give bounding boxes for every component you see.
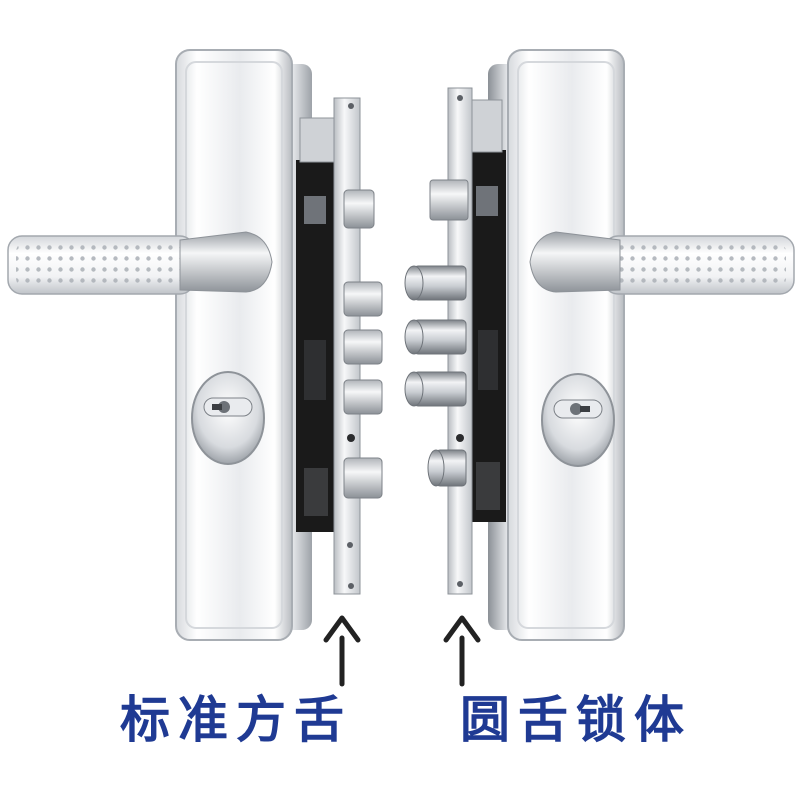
square-bolt — [343, 457, 383, 499]
left-handle — [7, 231, 273, 295]
round-bolt — [427, 449, 467, 487]
square-bolt — [343, 379, 383, 415]
right-latch-bolt — [429, 179, 469, 221]
left-latch-bolt — [343, 189, 375, 229]
up-arrow-icon — [323, 615, 361, 687]
caption-standard-square-bolt: 标准方舌 — [120, 691, 352, 749]
square-bolt — [343, 281, 383, 317]
round-bolt — [404, 319, 467, 355]
left-square-bolts — [343, 281, 383, 499]
right-key-cylinder — [541, 373, 615, 467]
right-round-bolts — [404, 265, 467, 487]
square-bolt — [343, 329, 383, 365]
right-escutcheon-plate — [507, 49, 625, 641]
left-lock — [7, 49, 383, 641]
right-handle — [529, 231, 795, 295]
up-arrow-icon — [443, 615, 481, 687]
left-key-cylinder — [191, 371, 265, 465]
caption-round-bolt-lock-body: 圆舌锁体 — [460, 691, 692, 749]
round-bolt — [404, 265, 467, 301]
right-lock — [404, 49, 795, 641]
left-escutcheon-plate — [175, 49, 293, 641]
round-bolt — [404, 371, 467, 407]
